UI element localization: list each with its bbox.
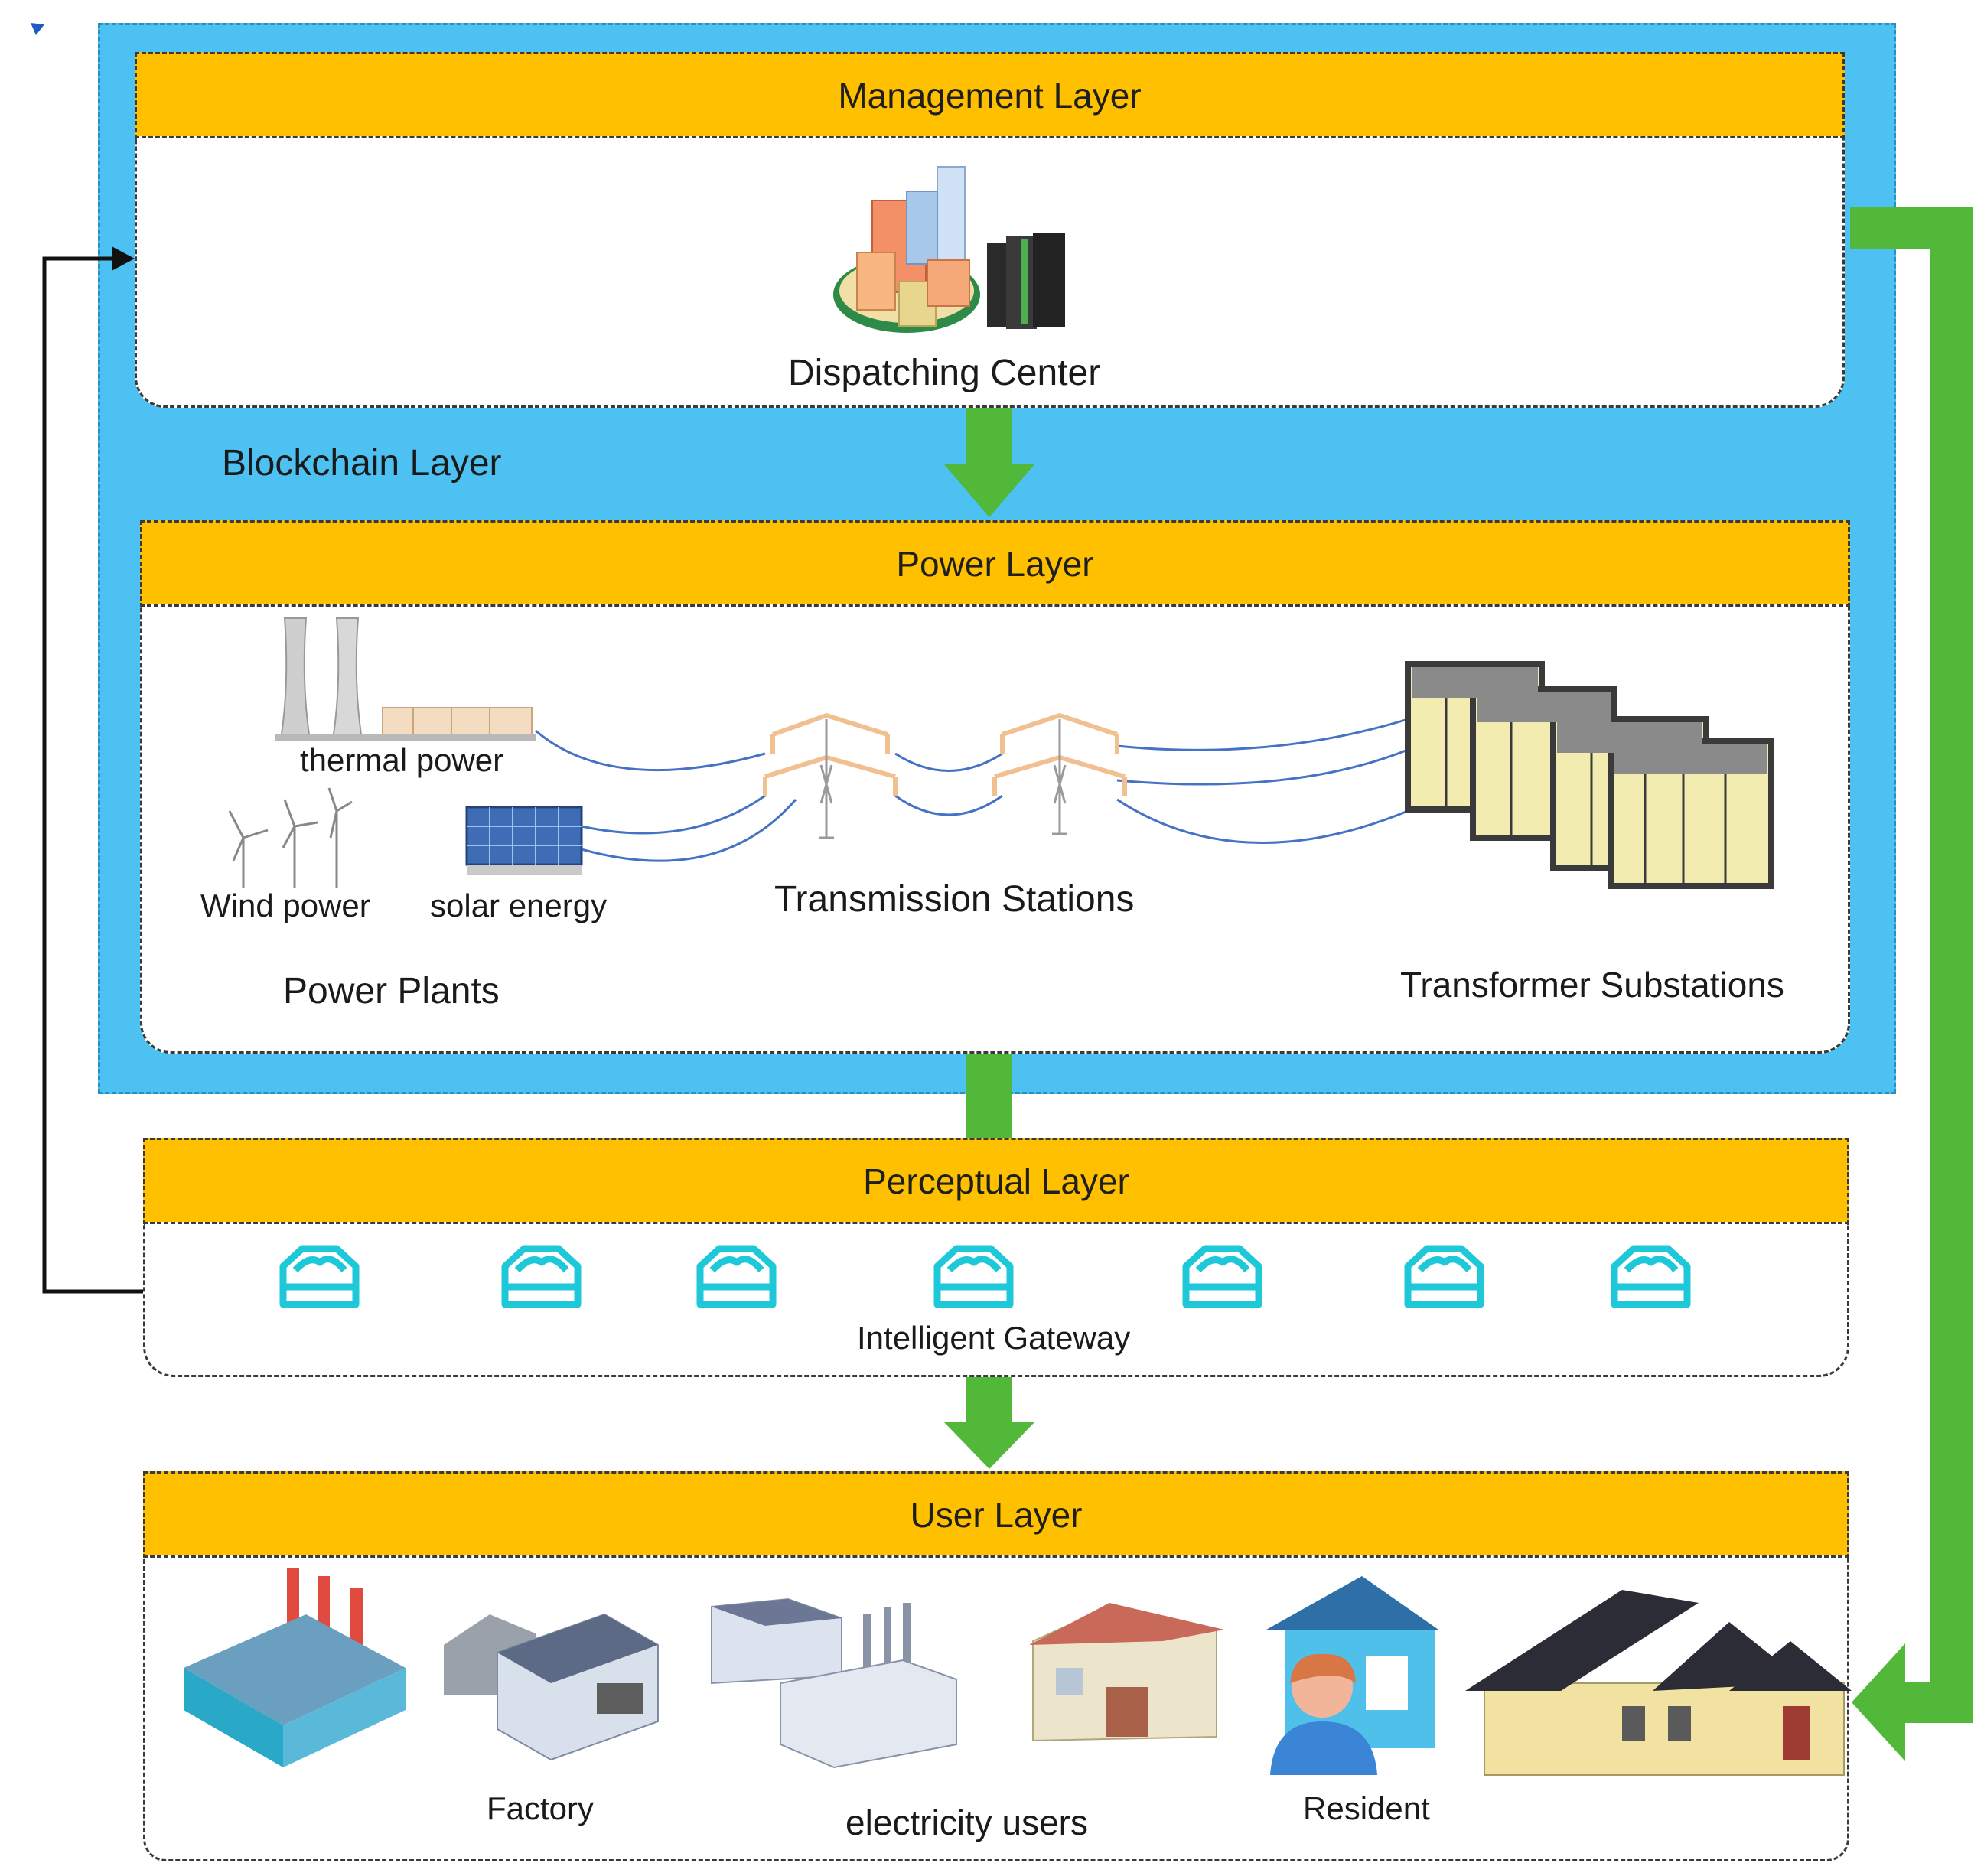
connector-power-to-perceptual [966,1054,1012,1138]
resident-label: Resident [1303,1790,1430,1826]
perceptual-layer-panel [143,1222,1849,1377]
transformer-substations-label: Transformer Substations [1400,965,1784,1005]
solar-energy-label: solar energy [430,888,608,923]
corner-marker-icon [31,23,44,35]
gateway-icon [1404,1245,1484,1308]
user-layer-header: User Layer [143,1471,1849,1558]
dispatching-center-icon [833,166,1065,333]
arrow-perceptual-to-user-head-icon [943,1422,1035,1469]
transmission-tower-icon [763,712,1127,796]
perceptual-layer-title: Perceptual Layer [863,1161,1129,1201]
gateway-icon [501,1245,582,1308]
intelligent-gateway-label: Intelligent Gateway [857,1320,1131,1356]
transmission-lines [535,718,1409,862]
blockchain-layer-title: Blockchain Layer [222,443,502,484]
gateway-icon [933,1245,1014,1308]
perceptual-layer-header: Perceptual Layer [143,1138,1849,1225]
management-layer-title: Management Layer [838,76,1142,116]
factory-icon [444,1613,659,1761]
management-layer-header: Management Layer [135,52,1845,139]
power-layer-title: Power Layer [896,544,1094,584]
gateway-icon [696,1245,777,1308]
villa-icon [1029,1603,1224,1742]
feedback-arrowhead-icon [112,246,135,271]
electricity-users-label: electricity users [845,1803,1088,1842]
user-layer-title: User Layer [910,1495,1083,1535]
arrow-mgmt-to-power-head-icon [943,464,1035,517]
feedback-line [42,256,143,1294]
transmission-stations-label: Transmission Stations [774,879,1135,920]
power-plants-label: Power Plants [283,971,500,1011]
arrow-perceptual-to-user-shaft [966,1377,1012,1425]
wind-turbine-icon [228,787,353,888]
gateway-icon [279,1245,360,1308]
solar-panel-icon [465,806,583,875]
arrow-mgmt-to-power-shaft [966,408,1012,465]
transformer-substation-icon [1405,661,1774,889]
wind-power-label: Wind power [200,888,370,923]
gateway-icon [1182,1245,1262,1308]
house-icon [1465,1590,1852,1776]
factory-building-icon [184,1568,406,1767]
thermal-power-label: thermal power [300,742,504,778]
factory-label: Factory [487,1790,595,1826]
gateway-icon [1611,1245,1691,1308]
thermal-power-plant-icon [275,617,536,741]
industrial-plant-icon [711,1598,957,1769]
arrow-mgmt-to-user-icon [1850,207,1973,1761]
gateway-icons [279,1245,360,1308]
dispatching-center-label: Dispatching Center [788,353,1101,393]
flow-arrows [943,207,1973,1761]
resident-icon [1266,1576,1438,1775]
